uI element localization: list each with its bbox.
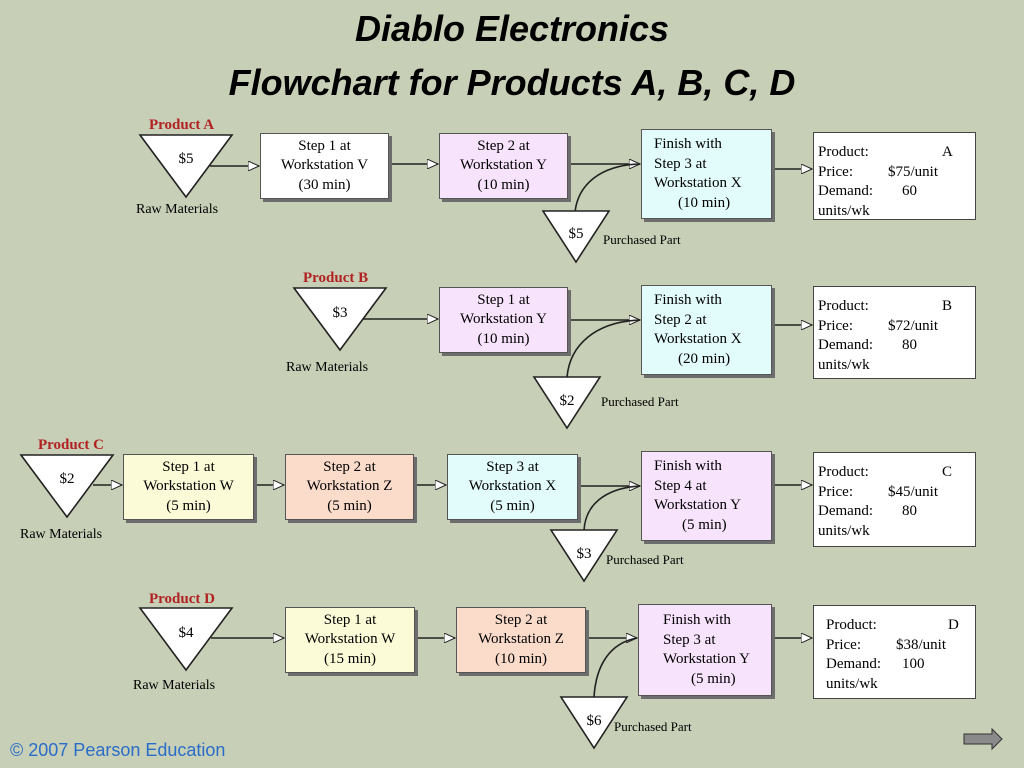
title-line-1: Diablo Electronics bbox=[354, 8, 670, 49]
purchased-part-label-b: Purchased Part bbox=[601, 394, 679, 409]
raw-cost-c: $2 bbox=[59, 471, 75, 487]
product-a-step-2: Step 2 at Workstation Y (10 min) bbox=[439, 133, 568, 199]
raw-materials-triangle-c bbox=[19, 454, 115, 519]
product-d-step-1: Step 1 at Workstation W (15 min) bbox=[285, 607, 415, 673]
raw-materials-label-c: Raw Materials bbox=[20, 527, 103, 542]
raw-materials-triangle-b bbox=[292, 287, 388, 352]
product-b-label: Product B bbox=[303, 270, 369, 286]
purchased-part-triangle-d bbox=[559, 696, 629, 750]
copyright-footer: © 2007 Pearson Education bbox=[10, 740, 226, 760]
purchased-part-triangle-c bbox=[549, 529, 619, 583]
raw-cost-b: $3 bbox=[332, 305, 348, 321]
product-d-label: Product D bbox=[149, 591, 215, 607]
product-d-finish: Finish with Step 3 at Workstation Y (5 m… bbox=[638, 604, 772, 696]
purchased-part-triangle-a bbox=[541, 210, 611, 264]
raw-cost-d: $4 bbox=[178, 625, 194, 641]
purchased-part-label-d: Purchased Part bbox=[614, 719, 692, 734]
next-arrow-icon bbox=[963, 727, 1003, 751]
product-c-finish: Finish with Step 4 at Workstation Y (5 m… bbox=[641, 451, 772, 541]
product-c-info: Product:C Price:$45/unit Demand:80 units… bbox=[813, 452, 976, 547]
product-b-info: Product:B Price:$72/unit Demand:80 units… bbox=[813, 286, 976, 379]
raw-materials-label-a: Raw Materials bbox=[136, 202, 219, 217]
raw-materials-triangle-d bbox=[138, 607, 234, 672]
purchased-part-label-a: Purchased Part bbox=[603, 232, 681, 247]
product-c-step-1: Step 1 at Workstation W (5 min) bbox=[123, 454, 254, 520]
purchased-part-label-c: Purchased Part bbox=[606, 552, 684, 567]
product-c-step-3: Step 3 at Workstation X (5 min) bbox=[447, 454, 578, 520]
product-d-step-2: Step 2 at Workstation Z (10 min) bbox=[456, 607, 586, 673]
part-cost-a: $5 bbox=[568, 226, 584, 242]
product-a-finish: Finish with Step 3 at Workstation X (10 … bbox=[641, 129, 772, 219]
raw-materials-triangle-a bbox=[138, 134, 234, 199]
raw-materials-label-d: Raw Materials bbox=[133, 678, 216, 693]
next-slide-button[interactable] bbox=[960, 726, 1006, 754]
part-cost-d: $6 bbox=[586, 713, 602, 729]
product-a-info: Product:A Price:$75/unit Demand:60 units… bbox=[813, 132, 976, 220]
product-a-label: Product A bbox=[149, 117, 215, 133]
raw-materials-label-b: Raw Materials bbox=[286, 360, 369, 375]
product-d-info: Product:D Price:$38/unit Demand:100 unit… bbox=[813, 605, 976, 699]
product-b-finish: Finish with Step 2 at Workstation X (20 … bbox=[641, 285, 772, 375]
product-a-step-1: Step 1 at Workstation V (30 min) bbox=[260, 133, 389, 199]
raw-cost-a: $5 bbox=[178, 151, 194, 167]
product-b-step-1: Step 1 at Workstation Y (10 min) bbox=[439, 287, 568, 353]
part-cost-c: $3 bbox=[576, 546, 592, 562]
part-cost-b: $2 bbox=[559, 393, 575, 409]
title-line-2: Flowchart for Products A, B, C, D bbox=[228, 62, 796, 103]
product-c-label: Product C bbox=[38, 437, 104, 453]
product-c-step-2: Step 2 at Workstation Z (5 min) bbox=[285, 454, 414, 520]
purchased-part-triangle-b bbox=[532, 376, 602, 430]
